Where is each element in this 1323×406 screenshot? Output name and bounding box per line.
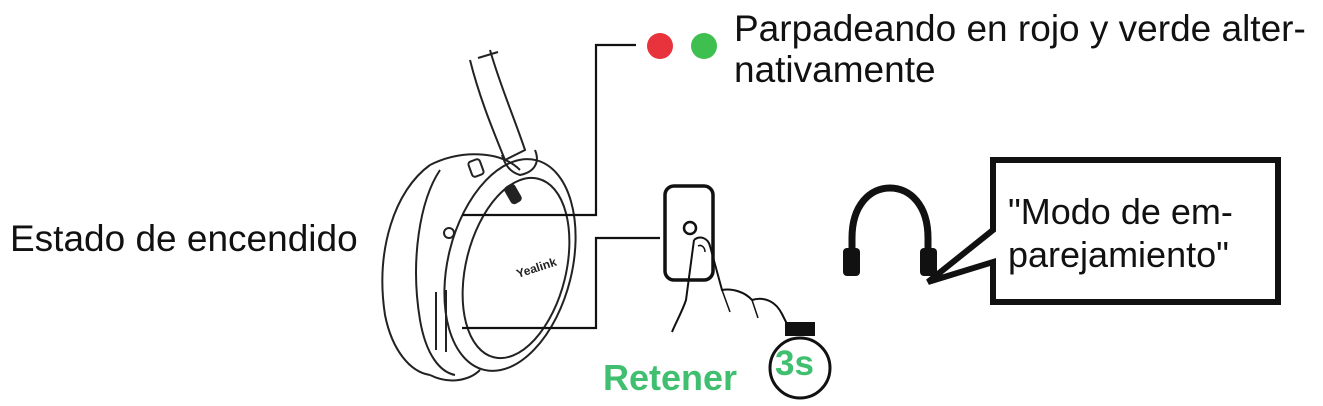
hold-label: Retener bbox=[603, 357, 738, 398]
voice-prompt-line-1: "Modo de em- bbox=[1008, 191, 1233, 232]
hold-duration-label: 3s bbox=[775, 344, 814, 383]
headset-illustration bbox=[381, 49, 577, 382]
power-button-icon bbox=[682, 220, 698, 236]
led-callout-line bbox=[462, 43, 636, 217]
voice-prompt-text: "Modo de em- parejamiento" bbox=[1008, 190, 1233, 276]
speech-bubble bbox=[926, 157, 1281, 305]
button-callout-line bbox=[462, 236, 660, 330]
led-status-line-1: Parpadeando en rojo y verde alter- bbox=[734, 8, 1306, 49]
brand-mark: Yealink bbox=[515, 255, 559, 281]
voice-prompt-line-2: parejamiento" bbox=[1008, 234, 1229, 276]
red-led-dot bbox=[647, 33, 673, 59]
stopwatch-icon bbox=[768, 322, 832, 400]
led-status-line-2: nativamente bbox=[734, 49, 936, 91]
green-led-dot bbox=[691, 33, 717, 59]
button-closeup bbox=[663, 184, 791, 333]
headphones-icon bbox=[843, 184, 937, 276]
power-state-label: Estado de encendido bbox=[10, 218, 358, 259]
led-status-label: Parpadeando en rojo y verde alter- nativ… bbox=[734, 8, 1306, 91]
